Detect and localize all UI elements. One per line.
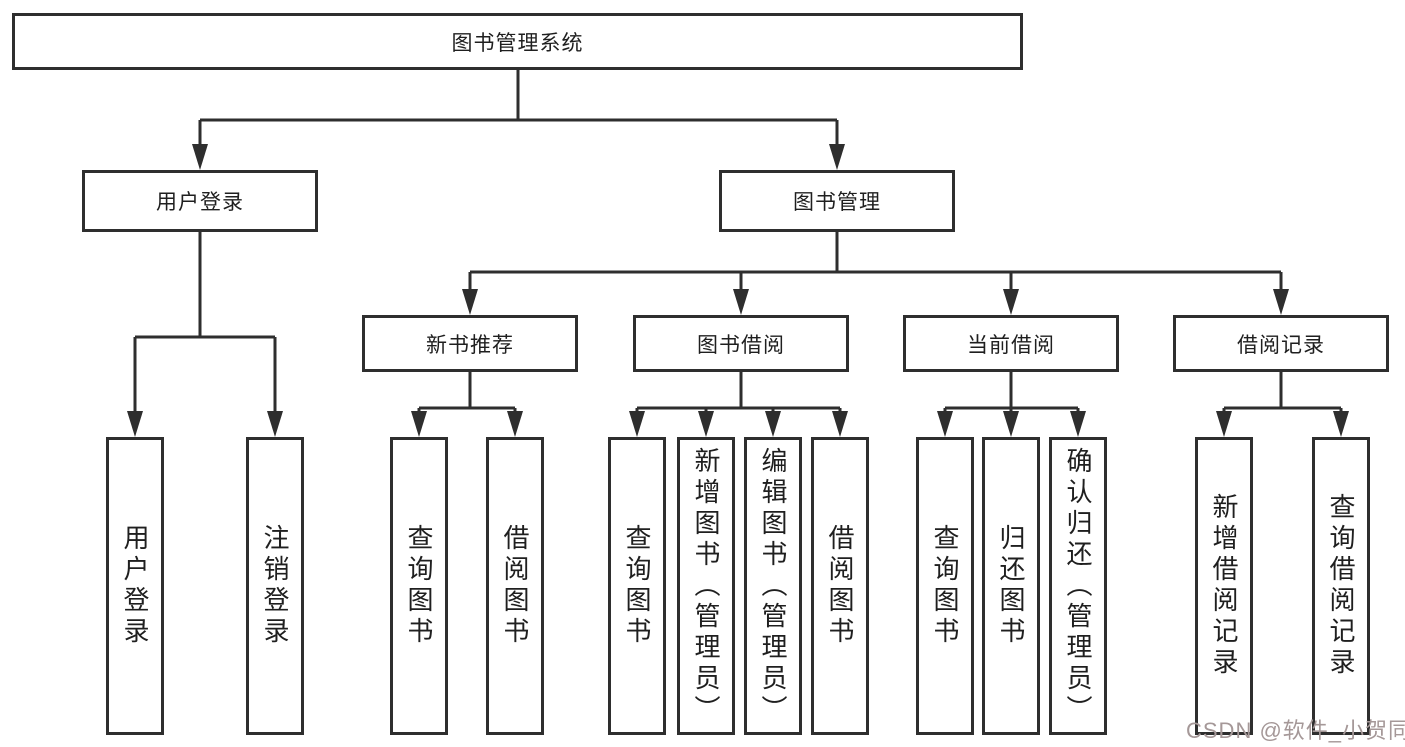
leaf-confirm-return-admin: 确认归还（管理员） — [1049, 437, 1107, 735]
connector-newbook-group — [411, 372, 523, 437]
node-label: 用户登录 — [156, 191, 244, 214]
leaf-query-books-borrow: 查询图书 — [608, 437, 666, 735]
node-label: 图书借阅 — [697, 333, 785, 357]
node-label: 新增图书（管理员） — [691, 446, 721, 726]
node-label: 图书管理 — [793, 191, 881, 214]
node-label: 编辑图书（管理员） — [758, 446, 788, 726]
node-book-management-system: 图书管理系统 — [12, 13, 1023, 70]
node-new-book-recommend: 新书推荐 — [362, 315, 578, 372]
node-label: 查询借阅记录 — [1326, 493, 1356, 679]
leaf-edit-book-admin: 编辑图书（管理员） — [744, 437, 802, 735]
node-label: 查询图书 — [404, 524, 434, 648]
node-label: 借阅记录 — [1237, 333, 1325, 357]
connector-userlogin-group — [127, 232, 283, 437]
connector-currentborrow-group — [937, 372, 1086, 437]
leaf-add-borrow-record: 新增借阅记录 — [1195, 437, 1253, 735]
node-current-borrow: 当前借阅 — [903, 315, 1119, 372]
node-user-login: 用户登录 — [82, 170, 318, 232]
node-label: 归还图书 — [996, 524, 1026, 648]
node-label: 图书管理系统 — [451, 31, 584, 55]
connector-bookmgmt-to-level3 — [462, 232, 1289, 315]
node-label: 注销登录 — [260, 524, 290, 648]
node-book-management: 图书管理 — [719, 170, 955, 232]
leaf-query-borrow-record: 查询借阅记录 — [1312, 437, 1370, 735]
leaf-borrow-books-recommend: 借阅图书 — [486, 437, 544, 735]
node-book-borrow: 图书借阅 — [633, 315, 849, 372]
leaf-add-book-admin: 新增图书（管理员） — [677, 437, 735, 735]
leaf-query-books-recommend: 查询图书 — [390, 437, 448, 735]
leaf-borrow-books: 借阅图书 — [811, 437, 869, 735]
leaf-logout: 注销登录 — [246, 437, 304, 735]
leaf-user-login: 用户登录 — [106, 437, 164, 735]
node-label: 用户登录 — [120, 524, 150, 648]
node-label: 查询图书 — [622, 524, 652, 648]
connector-bookborrow-group — [629, 372, 848, 437]
connector-root-to-level2 — [192, 70, 845, 170]
node-borrow-records: 借阅记录 — [1173, 315, 1389, 372]
leaf-return-books: 归还图书 — [982, 437, 1040, 735]
node-label: 新书推荐 — [426, 333, 514, 357]
node-label: 当前借阅 — [967, 333, 1055, 357]
connector-borrowrecords-group — [1216, 372, 1349, 437]
leaf-query-books-current: 查询图书 — [916, 437, 974, 735]
node-label: 借阅图书 — [500, 524, 530, 648]
node-label: 新增借阅记录 — [1209, 493, 1239, 679]
node-label: 查询图书 — [930, 524, 960, 648]
node-label: 借阅图书 — [825, 524, 855, 648]
csdn-watermark: CSDN @软件_小贺同学 — [1186, 718, 1405, 743]
node-label: 确认归还（管理员） — [1063, 446, 1093, 726]
